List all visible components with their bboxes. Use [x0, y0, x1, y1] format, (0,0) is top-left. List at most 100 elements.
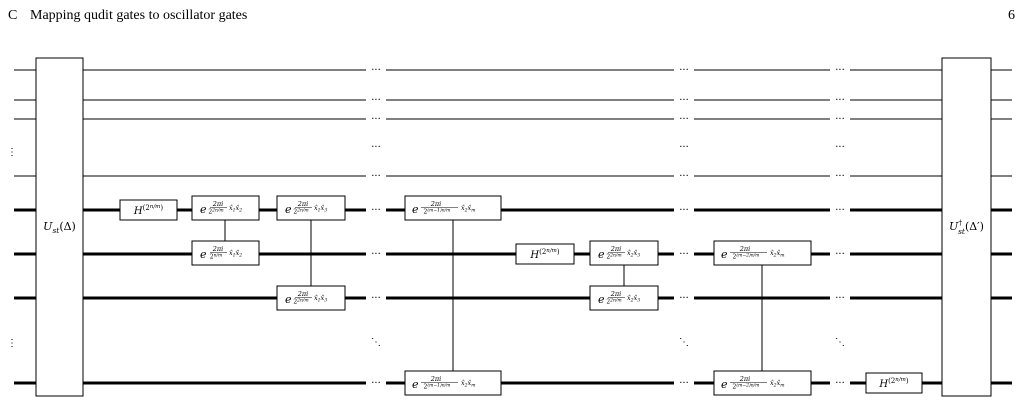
- svg-text:2πi: 2πi: [212, 200, 224, 208]
- svg-text:2(m−2)n/m: 2(m−2)n/m: [733, 252, 760, 261]
- svg-text:2πi: 2πi: [297, 290, 309, 298]
- svg-text:2(m−1)n/m: 2(m−1)n/m: [424, 382, 451, 391]
- phase-gate-1m-control: e 2πi 2(m−1)n/m x̂2x̂m: [404, 195, 502, 221]
- ellipsis-h: ···: [371, 114, 381, 125]
- ellipsis-d: ⋱: [371, 337, 381, 348]
- svg-text:H(2n/m): H(2n/m): [529, 248, 560, 261]
- hadamard-gate-3: H(2n/m): [865, 372, 923, 394]
- phase-gate-23-target: e 2πi 22n/m x̂2x̂3: [589, 285, 659, 311]
- control-connectors: [224, 220, 763, 373]
- svg-text:22n/m: 22n/m: [208, 208, 223, 216]
- section-title: Mapping qudit gates to oscillator gates: [30, 8, 248, 23]
- ellipsis-d: ⋱: [679, 337, 689, 348]
- svg-text:2(m−1)n/m: 2(m−1)n/m: [424, 207, 451, 216]
- svg-text:x̂2x̂3: x̂2x̂3: [627, 248, 640, 259]
- ellipsis-h: ···: [679, 65, 689, 76]
- svg-text:x̂2x̂m: x̂2x̂m: [770, 248, 785, 259]
- ellipsis-h: ···: [835, 293, 845, 304]
- phase-gate-12-control: e 2πi 22n/m x̂1x̂2: [191, 195, 260, 221]
- svg-text:e: e: [200, 248, 207, 261]
- phase-gate-13-control: e 2πi 22n/m x̂1x̂3: [276, 195, 346, 221]
- ellipsis-h: ···: [679, 249, 689, 260]
- svg-text:2(m−2)n/m: 2(m−2)n/m: [733, 382, 760, 391]
- svg-text:2πi: 2πi: [739, 245, 751, 253]
- svg-text:e: e: [412, 378, 419, 391]
- svg-text:e: e: [721, 248, 728, 261]
- svg-text:x̂1x̂2: x̂1x̂2: [229, 248, 242, 259]
- ellipsis-h: ···: [679, 171, 689, 182]
- ellipsis-h: ···: [679, 205, 689, 216]
- svg-text:H(2n/m): H(2n/m): [878, 377, 909, 390]
- hadamard-gate-1: H(2n/m): [119, 199, 178, 221]
- ellipsis-h: ···: [679, 142, 689, 153]
- ellipsis-h: ···: [371, 95, 381, 106]
- ellipsis-h: ···: [835, 114, 845, 125]
- svg-text:x̂2x̂m: x̂2x̂m: [461, 203, 476, 214]
- svg-text:U†st(Δ′): U†st(Δ′): [949, 218, 984, 236]
- svg-text:22n/m: 22n/m: [606, 298, 621, 306]
- phase-gate-23-control: e 2πi 22n/m x̂2x̂3: [589, 240, 659, 266]
- section-number: C: [8, 8, 18, 23]
- ellipsis-h: ···: [679, 378, 689, 389]
- ellipsis-h: ···: [679, 114, 689, 125]
- ellipsis-h: ···: [835, 95, 845, 106]
- svg-text:e: e: [598, 248, 605, 261]
- svg-text:22n/m: 22n/m: [293, 298, 308, 306]
- phase-gate-2m-target: e 2πi 2(m−2)n/m x̂2x̂m: [713, 370, 812, 396]
- ust-dagger-right-gate: U†st(Δ′): [941, 57, 992, 397]
- svg-text:2πi: 2πi: [610, 290, 622, 298]
- ellipsis-h: ···: [371, 171, 381, 182]
- page-header: C Mapping qudit gates to oscillator gate…: [0, 0, 1027, 30]
- phase-gate-1m-target: e 2πi 2(m−1)n/m x̂2x̂m: [404, 370, 502, 396]
- ellipsis-v: ⋮: [7, 147, 17, 158]
- svg-text:H(2n/m): H(2n/m): [133, 204, 164, 217]
- svg-text:x̂1x̂3: x̂1x̂3: [314, 293, 327, 304]
- svg-text:x̂1x̂2: x̂1x̂2: [229, 203, 242, 214]
- svg-text:e: e: [285, 293, 292, 306]
- phase-gate-12-target: e 2πi 2n/m x̂1x̂2: [191, 240, 260, 266]
- svg-text:x̂2x̂m: x̂2x̂m: [461, 378, 476, 389]
- ellipsis-h: ···: [835, 65, 845, 76]
- ellipsis-h: ···: [371, 249, 381, 260]
- ellipsis-h: ···: [371, 205, 381, 216]
- ellipsis-h: ···: [835, 378, 845, 389]
- ellipsis-group: ··· ··· ··· ··· ··· ··· ··· ··· ⋱ ··· ··…: [7, 65, 845, 389]
- svg-text:2πi: 2πi: [297, 200, 309, 208]
- svg-text:22n/m: 22n/m: [293, 208, 308, 216]
- circuit-wires: [14, 69, 1012, 385]
- ellipsis-h: ···: [371, 293, 381, 304]
- hadamard-gate-2: H(2n/m): [515, 243, 575, 265]
- svg-text:x̂1x̂3: x̂1x̂3: [314, 203, 327, 214]
- svg-text:2n/m: 2n/m: [210, 253, 223, 261]
- ellipsis-h: ···: [835, 142, 845, 153]
- svg-text:e: e: [721, 378, 728, 391]
- ellipsis-h: ···: [835, 249, 845, 260]
- ellipsis-h: ···: [679, 293, 689, 304]
- phase-gate-2m-control: e 2πi 2(m−2)n/m x̂2x̂m: [713, 240, 812, 266]
- ellipsis-h: ···: [835, 171, 845, 182]
- svg-text:2πi: 2πi: [430, 200, 442, 208]
- svg-text:x̂2x̂m: x̂2x̂m: [770, 378, 785, 389]
- ellipsis-h: ···: [679, 95, 689, 106]
- svg-text:2πi: 2πi: [212, 245, 224, 253]
- page-number: 6: [1008, 8, 1015, 23]
- ellipsis-h: ···: [371, 65, 381, 76]
- svg-text:Ust(Δ): Ust(Δ): [43, 220, 76, 235]
- svg-text:2πi: 2πi: [610, 245, 622, 253]
- svg-text:x̂2x̂3: x̂2x̂3: [627, 293, 640, 304]
- ellipsis-d: ⋱: [835, 337, 845, 348]
- phase-gate-13-target: e 2πi 22n/m x̂1x̂3: [276, 285, 346, 311]
- ellipsis-h: ···: [835, 205, 845, 216]
- svg-text:e: e: [598, 293, 605, 306]
- svg-text:e: e: [285, 203, 292, 216]
- ust-left-gate: Ust(Δ): [35, 57, 84, 397]
- svg-text:2πi: 2πi: [430, 375, 442, 383]
- ellipsis-v: ⋮: [7, 338, 17, 349]
- svg-text:e: e: [412, 203, 419, 216]
- svg-text:2πi: 2πi: [739, 375, 751, 383]
- ellipsis-h: ···: [371, 378, 381, 389]
- svg-text:e: e: [200, 203, 207, 216]
- svg-text:22n/m: 22n/m: [606, 253, 621, 261]
- ellipsis-h: ···: [371, 142, 381, 153]
